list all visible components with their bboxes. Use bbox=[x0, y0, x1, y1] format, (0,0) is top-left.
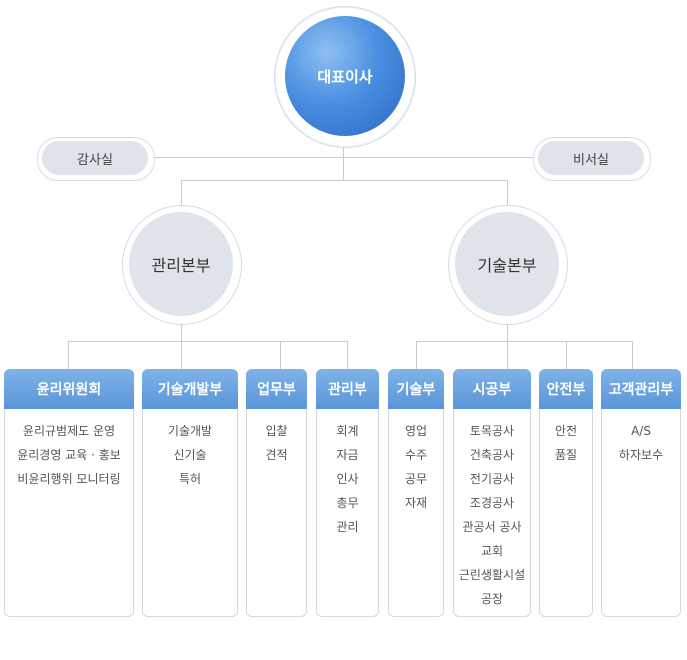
dept-item-list: 회계 자금 인사 총무 관리 bbox=[317, 419, 378, 539]
dept-item: 전기공사 bbox=[469, 472, 515, 486]
dept-column: 기술개발부 기술개발 신기술 특허 bbox=[142, 369, 238, 617]
connector-dept-8 bbox=[632, 341, 633, 369]
dept-item: 자금 bbox=[336, 448, 359, 462]
dept-item: 관리 bbox=[336, 520, 359, 534]
technology-division-label: 기술본부 bbox=[477, 256, 537, 275]
dept-item-list: 영업 수주 공무 자재 bbox=[389, 419, 443, 515]
dept-item: 비윤리행위 모니터링 bbox=[17, 472, 121, 486]
connector-dept-3 bbox=[280, 341, 281, 369]
dept-column: 안전부 안전 품질 bbox=[539, 369, 593, 617]
connector-right-division-bottom bbox=[507, 322, 508, 342]
connector-side-horizontal bbox=[150, 157, 537, 158]
dept-item-list: 입찰 견적 bbox=[247, 419, 306, 467]
connector-left-dept-horizontal bbox=[68, 341, 348, 342]
dept-header: 기술개발부 bbox=[142, 369, 238, 409]
dept-header: 기술부 bbox=[388, 369, 444, 409]
dept-item: 회계 bbox=[336, 424, 359, 438]
dept-item: 근린생활시설 bbox=[458, 568, 526, 582]
connector-right-division-down bbox=[507, 180, 508, 206]
dept-item-list: 안전 품질 bbox=[540, 419, 592, 467]
connector-dept-4 bbox=[347, 341, 348, 369]
dept-item: 공장 bbox=[480, 592, 504, 606]
dept-item: 견적 bbox=[265, 448, 288, 462]
dept-item: 윤리규범제도 운영 bbox=[22, 424, 116, 438]
dept-item-list: 기술개발 신기술 특허 bbox=[143, 419, 237, 491]
connector-right-dept-horizontal bbox=[416, 341, 633, 342]
dept-item: 자재 bbox=[404, 496, 428, 510]
dept-item: 신기술 bbox=[173, 448, 207, 462]
dept-header: 업무부 bbox=[246, 369, 307, 409]
dept-header: 안전부 bbox=[539, 369, 593, 409]
connector-left-division-bottom bbox=[181, 322, 182, 342]
dept-item-list: A/S 하자보수 bbox=[602, 419, 680, 467]
ceo-label: 대표이사 bbox=[317, 67, 373, 86]
connector-dept-2 bbox=[181, 341, 182, 369]
dept-item: 토목공사 bbox=[469, 424, 515, 438]
connector-dept-5 bbox=[416, 341, 417, 369]
dept-item: 조경공사 bbox=[469, 496, 515, 510]
dept-item: 수주 bbox=[404, 448, 428, 462]
dept-column: 고객관리부 A/S 하자보수 bbox=[601, 369, 681, 617]
connector-dept-1 bbox=[68, 341, 69, 369]
connector-ceo-down bbox=[343, 146, 344, 180]
dept-column: 기술부 영업 수주 공무 자재 bbox=[388, 369, 444, 617]
dept-item: 교회 bbox=[480, 544, 504, 558]
dept-item: 공무 bbox=[404, 472, 428, 486]
audit-office-node: 감사실 bbox=[42, 141, 148, 175]
management-division-label: 관리본부 bbox=[151, 256, 211, 275]
dept-item: 영업 bbox=[404, 424, 428, 438]
dept-item: 기술개발 bbox=[167, 424, 213, 438]
dept-column: 관리부 회계 자금 인사 총무 관리 bbox=[316, 369, 379, 617]
dept-header: 윤리위원회 bbox=[4, 369, 134, 409]
connector-dept-7 bbox=[566, 341, 567, 369]
dept-item: A/S bbox=[631, 424, 651, 438]
technology-division-node: 기술본부 bbox=[455, 212, 559, 316]
dept-item: 입찰 bbox=[265, 424, 288, 438]
dept-item: 윤리경영 교육 · 홍보 bbox=[17, 448, 121, 462]
dept-item: 총무 bbox=[336, 496, 359, 510]
connector-division-horizontal bbox=[181, 180, 508, 181]
dept-item: 품질 bbox=[554, 448, 578, 462]
dept-item: 건축공사 bbox=[469, 448, 515, 462]
dept-item: 안전 bbox=[554, 424, 578, 438]
dept-header: 시공부 bbox=[453, 369, 531, 409]
dept-header: 관리부 bbox=[316, 369, 379, 409]
dept-column: 윤리위원회 윤리규범제도 운영 윤리경영 교육 · 홍보 비윤리행위 모니터링 bbox=[4, 369, 134, 617]
dept-column: 업무부 입찰 견적 bbox=[246, 369, 307, 617]
dept-item-list: 토목공사 건축공사 전기공사 조경공사 관공서 공사 교회 근린생활시설 공장 bbox=[454, 419, 530, 611]
connector-dept-6 bbox=[507, 341, 508, 369]
dept-item: 관공서 공사 bbox=[462, 520, 522, 534]
audit-office-label: 감사실 bbox=[77, 152, 113, 168]
dept-column: 시공부 토목공사 건축공사 전기공사 조경공사 관공서 공사 교회 근린생활시설… bbox=[453, 369, 531, 617]
connector-left-division-down bbox=[181, 180, 182, 206]
dept-item: 특허 bbox=[178, 472, 202, 486]
ceo-node: 대표이사 bbox=[285, 16, 405, 136]
dept-item-list: 윤리규범제도 운영 윤리경영 교육 · 홍보 비윤리행위 모니터링 bbox=[5, 419, 133, 491]
secretary-office-node: 비서실 bbox=[538, 141, 644, 175]
secretary-office-label: 비서실 bbox=[573, 152, 609, 168]
dept-header: 고객관리부 bbox=[601, 369, 681, 409]
dept-item: 하자보수 bbox=[618, 448, 664, 462]
dept-item: 인사 bbox=[336, 472, 359, 486]
management-division-node: 관리본부 bbox=[129, 212, 233, 316]
